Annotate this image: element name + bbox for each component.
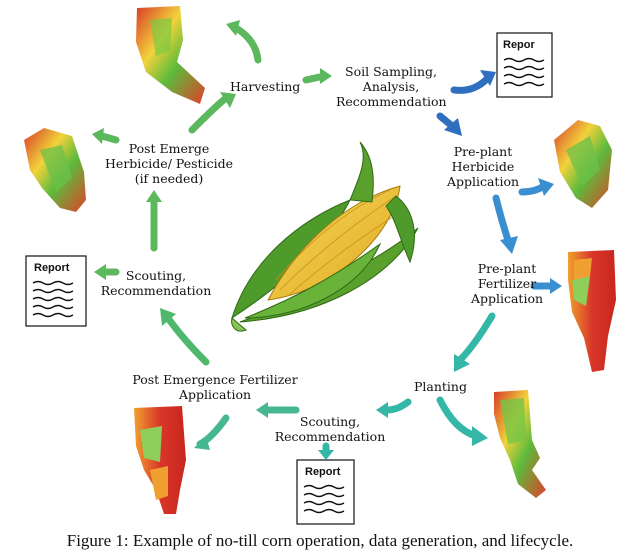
report-document-left: Report <box>25 255 87 327</box>
arrow-soil-to-report <box>450 74 492 94</box>
report-title-bottom: Report <box>305 466 341 478</box>
arrow-fertilizer-to-planting <box>456 312 496 364</box>
arrow-soil-to-herbicide <box>436 112 456 130</box>
label-herbicide-line-3: Application <box>446 174 520 189</box>
label-harvesting: Harvesting <box>230 79 300 94</box>
cycle-arrows <box>92 20 562 460</box>
label-scouting-bottom: Scouting, Recommendation <box>270 414 390 444</box>
label-planting: Planting <box>414 379 467 394</box>
label-post-emergence-fertilizer: Post Emergence Fertilizer Application <box>130 372 300 402</box>
arrow-planting-to-scouting <box>382 398 412 414</box>
label-post-emerge-herbicide: Post Emerge Herbicide/ Pesticide (if nee… <box>104 141 234 186</box>
arrow-herbicide-to-harvesting <box>188 94 230 134</box>
weed-map-right <box>554 120 612 208</box>
fertilizer-map-bottom-left <box>134 406 186 514</box>
report-document-bottom: Report <box>296 459 355 525</box>
figure-caption: Figure 1: Example of no-till corn operat… <box>66 531 574 550</box>
corn-cob-illustration <box>231 141 419 332</box>
arrow-planting-to-map <box>436 396 480 440</box>
label-preplant-herbicide: Pre-plant Herbicide Application <box>438 144 528 189</box>
label-peh-line-3: (if needed) <box>134 171 204 186</box>
label-fertilizer-line-2: Fertilizer <box>477 276 537 291</box>
label-soil-line-1: Soil Sampling, <box>345 64 437 79</box>
label-soil-sampling: Soil Sampling, Analysis, Recommendation <box>336 64 447 109</box>
arrow-harvesting-to-map <box>232 24 262 64</box>
label-herbicide-line-1: Pre-plant <box>453 144 513 159</box>
label-soil-line-3: Recommendation <box>336 94 447 109</box>
label-pef-line-2: Application <box>178 387 252 402</box>
report-document-top-right: Repor <box>496 32 553 98</box>
yield-map-top <box>136 6 205 104</box>
label-harvesting-text: Harvesting <box>230 79 301 94</box>
label-scouting-bottom-line-1: Scouting, <box>299 414 361 429</box>
label-scouting-left-line-2: Recommendation <box>100 283 212 298</box>
weed-map-left <box>24 128 86 212</box>
label-scouting-bottom-line-2: Recommendation <box>274 429 386 444</box>
label-planting-text: Planting <box>414 379 467 394</box>
arrow-fertilizer-to-scouting <box>164 314 210 366</box>
label-scouting-left-line-1: Scouting, <box>125 268 187 283</box>
label-peh-line-1: Post Emerge <box>128 141 210 156</box>
label-fertilizer-line-3: Application <box>470 291 544 306</box>
arrow-herbicide-to-fertilizer <box>492 194 512 244</box>
report-title-top-right: Repor <box>503 39 536 51</box>
label-soil-line-2: Analysis, <box>362 79 420 94</box>
label-preplant-fertilizer: Pre-plant Fertilizer Application <box>464 261 550 306</box>
report-title-left: Report <box>34 262 70 274</box>
arrow-herbicide-to-map-left <box>98 132 120 144</box>
fertilizer-map-right <box>568 250 616 372</box>
label-peh-line-2: Herbicide/ Pesticide <box>105 156 233 171</box>
label-fertilizer-line-1: Pre-plant <box>477 261 537 276</box>
label-herbicide-line-2: Herbicide <box>451 159 515 174</box>
label-pef-line-1: Post Emergence Fertilizer <box>132 372 298 387</box>
label-scouting-left: Scouting, Recommendation <box>98 268 214 298</box>
planting-map <box>494 390 546 498</box>
